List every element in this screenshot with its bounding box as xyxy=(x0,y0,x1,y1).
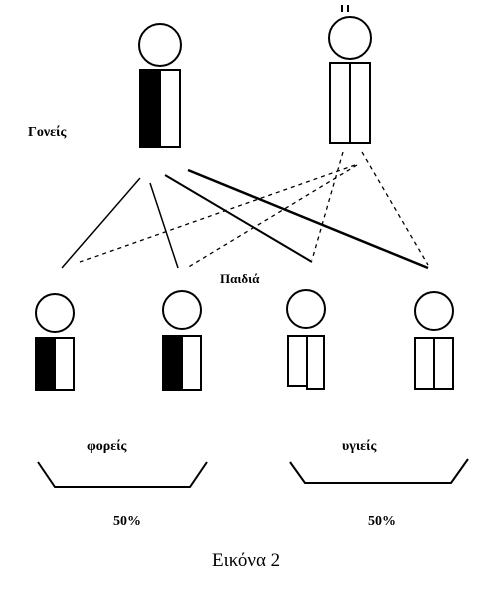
healthy-percentage: 50% xyxy=(368,514,396,529)
top-mark xyxy=(347,5,349,12)
bracket-healthy xyxy=(289,458,469,484)
parent-healthy-chromosome xyxy=(329,62,351,144)
child-carrier-2-chromosome-affected xyxy=(162,335,183,391)
top-mark xyxy=(341,5,343,12)
dashed-line xyxy=(311,151,344,261)
solid-line xyxy=(164,174,313,263)
child-healthy-2-chromosome xyxy=(414,337,435,390)
parent-carrier-chromosome-affected xyxy=(139,69,161,148)
solid-line xyxy=(187,168,429,270)
carriers-label: φορείς xyxy=(87,439,127,454)
child-healthy-2-head xyxy=(414,291,454,331)
child-carrier-2-chromosome-normal xyxy=(181,335,202,391)
child-carrier-2-head xyxy=(162,290,202,330)
parent-healthy-chromosome xyxy=(349,62,371,144)
child-healthy-2-chromosome xyxy=(433,337,454,390)
parents-label: Γονείς xyxy=(28,125,67,140)
parent-carrier-head xyxy=(138,23,182,67)
child-carrier-1 xyxy=(35,293,75,391)
inheritance-lines-dashed xyxy=(79,151,429,269)
child-healthy-1 xyxy=(286,289,326,390)
child-carrier-2 xyxy=(162,290,202,391)
figure-caption: Εικόνα 2 xyxy=(212,550,281,571)
parent-carrier-chromosome-normal xyxy=(159,69,181,148)
solid-line xyxy=(61,177,141,269)
parent-carrier xyxy=(138,23,182,148)
child-carrier-1-chromosome-normal xyxy=(54,337,75,391)
parent-healthy-head xyxy=(328,16,372,60)
carriers-percentage: 50% xyxy=(113,514,141,529)
healthy-label: υγιείς xyxy=(342,439,377,454)
children-label: Παιδιά xyxy=(220,271,260,286)
child-healthy-1-head xyxy=(286,289,326,329)
child-carrier-1-head xyxy=(35,293,75,333)
child-healthy-1-chromosome xyxy=(287,335,308,387)
inheritance-lines-solid xyxy=(61,168,429,270)
child-healthy-1-chromosome xyxy=(306,335,325,390)
child-healthy-2 xyxy=(414,291,454,390)
dashed-line xyxy=(361,151,429,266)
parent-healthy xyxy=(328,16,372,144)
bracket-carriers xyxy=(37,461,208,488)
child-carrier-1-chromosome-affected xyxy=(35,337,56,391)
dashed-line xyxy=(79,164,356,263)
solid-line xyxy=(149,182,179,269)
dashed-line xyxy=(186,164,358,269)
